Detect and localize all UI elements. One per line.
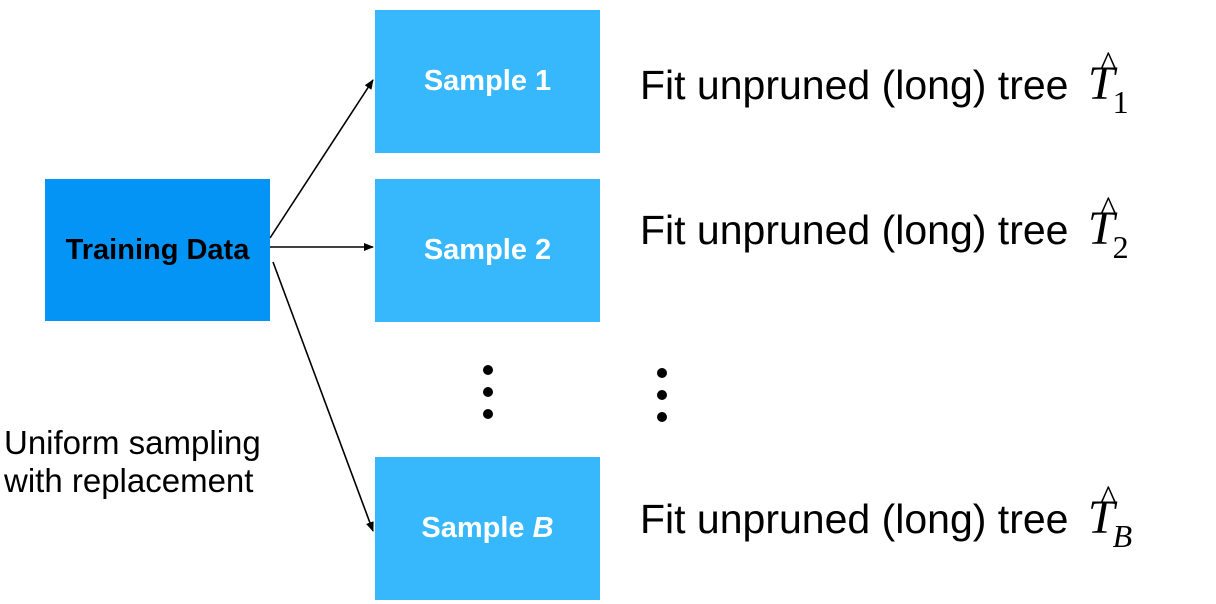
- sample-2-label: Sample 2: [423, 234, 552, 266]
- sample-b-label: Sample B: [421, 512, 554, 544]
- training-data-label: Training Data: [65, 233, 250, 266]
- fit-text-2: Fit unpruned (long) tree: [640, 207, 1069, 253]
- sample-1-label: Sample 1: [423, 65, 552, 97]
- training-data-box: Training Data: [45, 179, 270, 321]
- fit-tree-1: Fit unpruned (long) tree ^T1: [640, 44, 1129, 126]
- vertical-ellipsis-icon: [483, 365, 495, 431]
- sample-1-box: Sample 1: [375, 10, 600, 153]
- fit-text-b: Fit unpruned (long) tree: [640, 496, 1069, 542]
- sample-b-box: Sample B: [375, 457, 600, 600]
- fit-tree-b: Fit unpruned (long) tree ^TB: [640, 478, 1133, 560]
- caption-line-1: Uniform sampling: [4, 424, 261, 461]
- arrow-to-sample-b: [272, 261, 374, 532]
- vertical-ellipsis-icon: [657, 368, 669, 434]
- arrow-to-sample-1: [269, 79, 374, 239]
- tree-symbol-2: ^T2: [1087, 189, 1129, 265]
- tree-symbol-b: ^TB: [1087, 478, 1133, 554]
- sampling-caption: Uniform sampling with replacement: [4, 424, 261, 500]
- fit-tree-2: Fit unpruned (long) tree ^T2: [640, 189, 1129, 271]
- caption-line-2: with replacement: [4, 462, 254, 499]
- sample-2-box: Sample 2: [375, 179, 600, 322]
- tree-symbol-1: ^T1: [1087, 44, 1129, 120]
- fit-text-1: Fit unpruned (long) tree: [640, 62, 1069, 108]
